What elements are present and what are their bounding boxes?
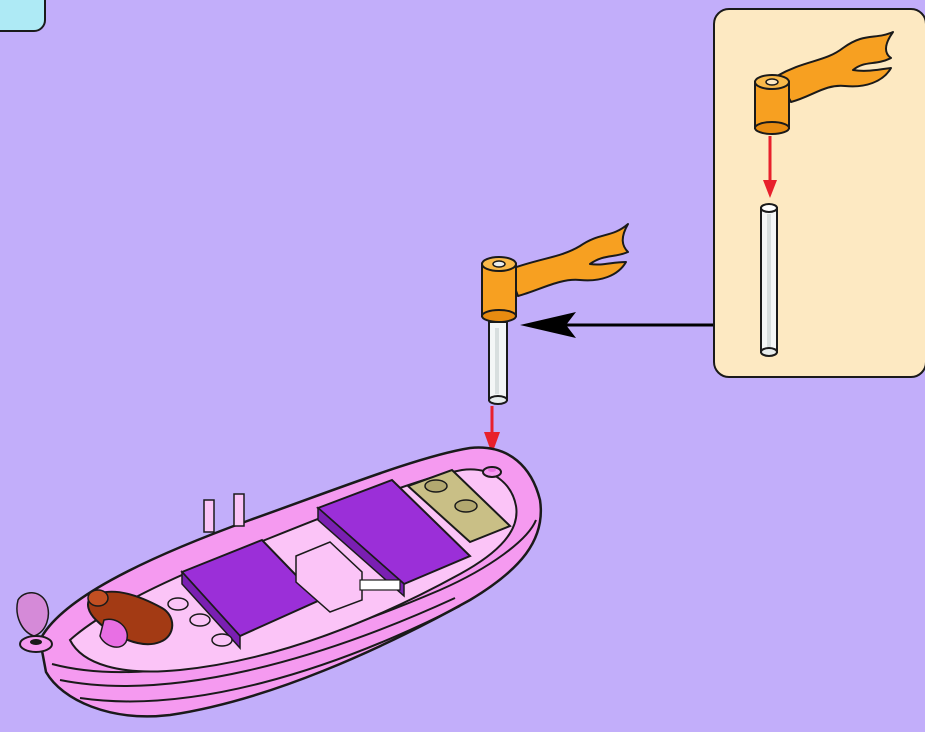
callout-pointer-arrow-icon — [520, 312, 713, 338]
pole-icon — [489, 322, 507, 404]
ornament-icon — [17, 593, 52, 652]
flag-icon — [482, 224, 628, 322]
